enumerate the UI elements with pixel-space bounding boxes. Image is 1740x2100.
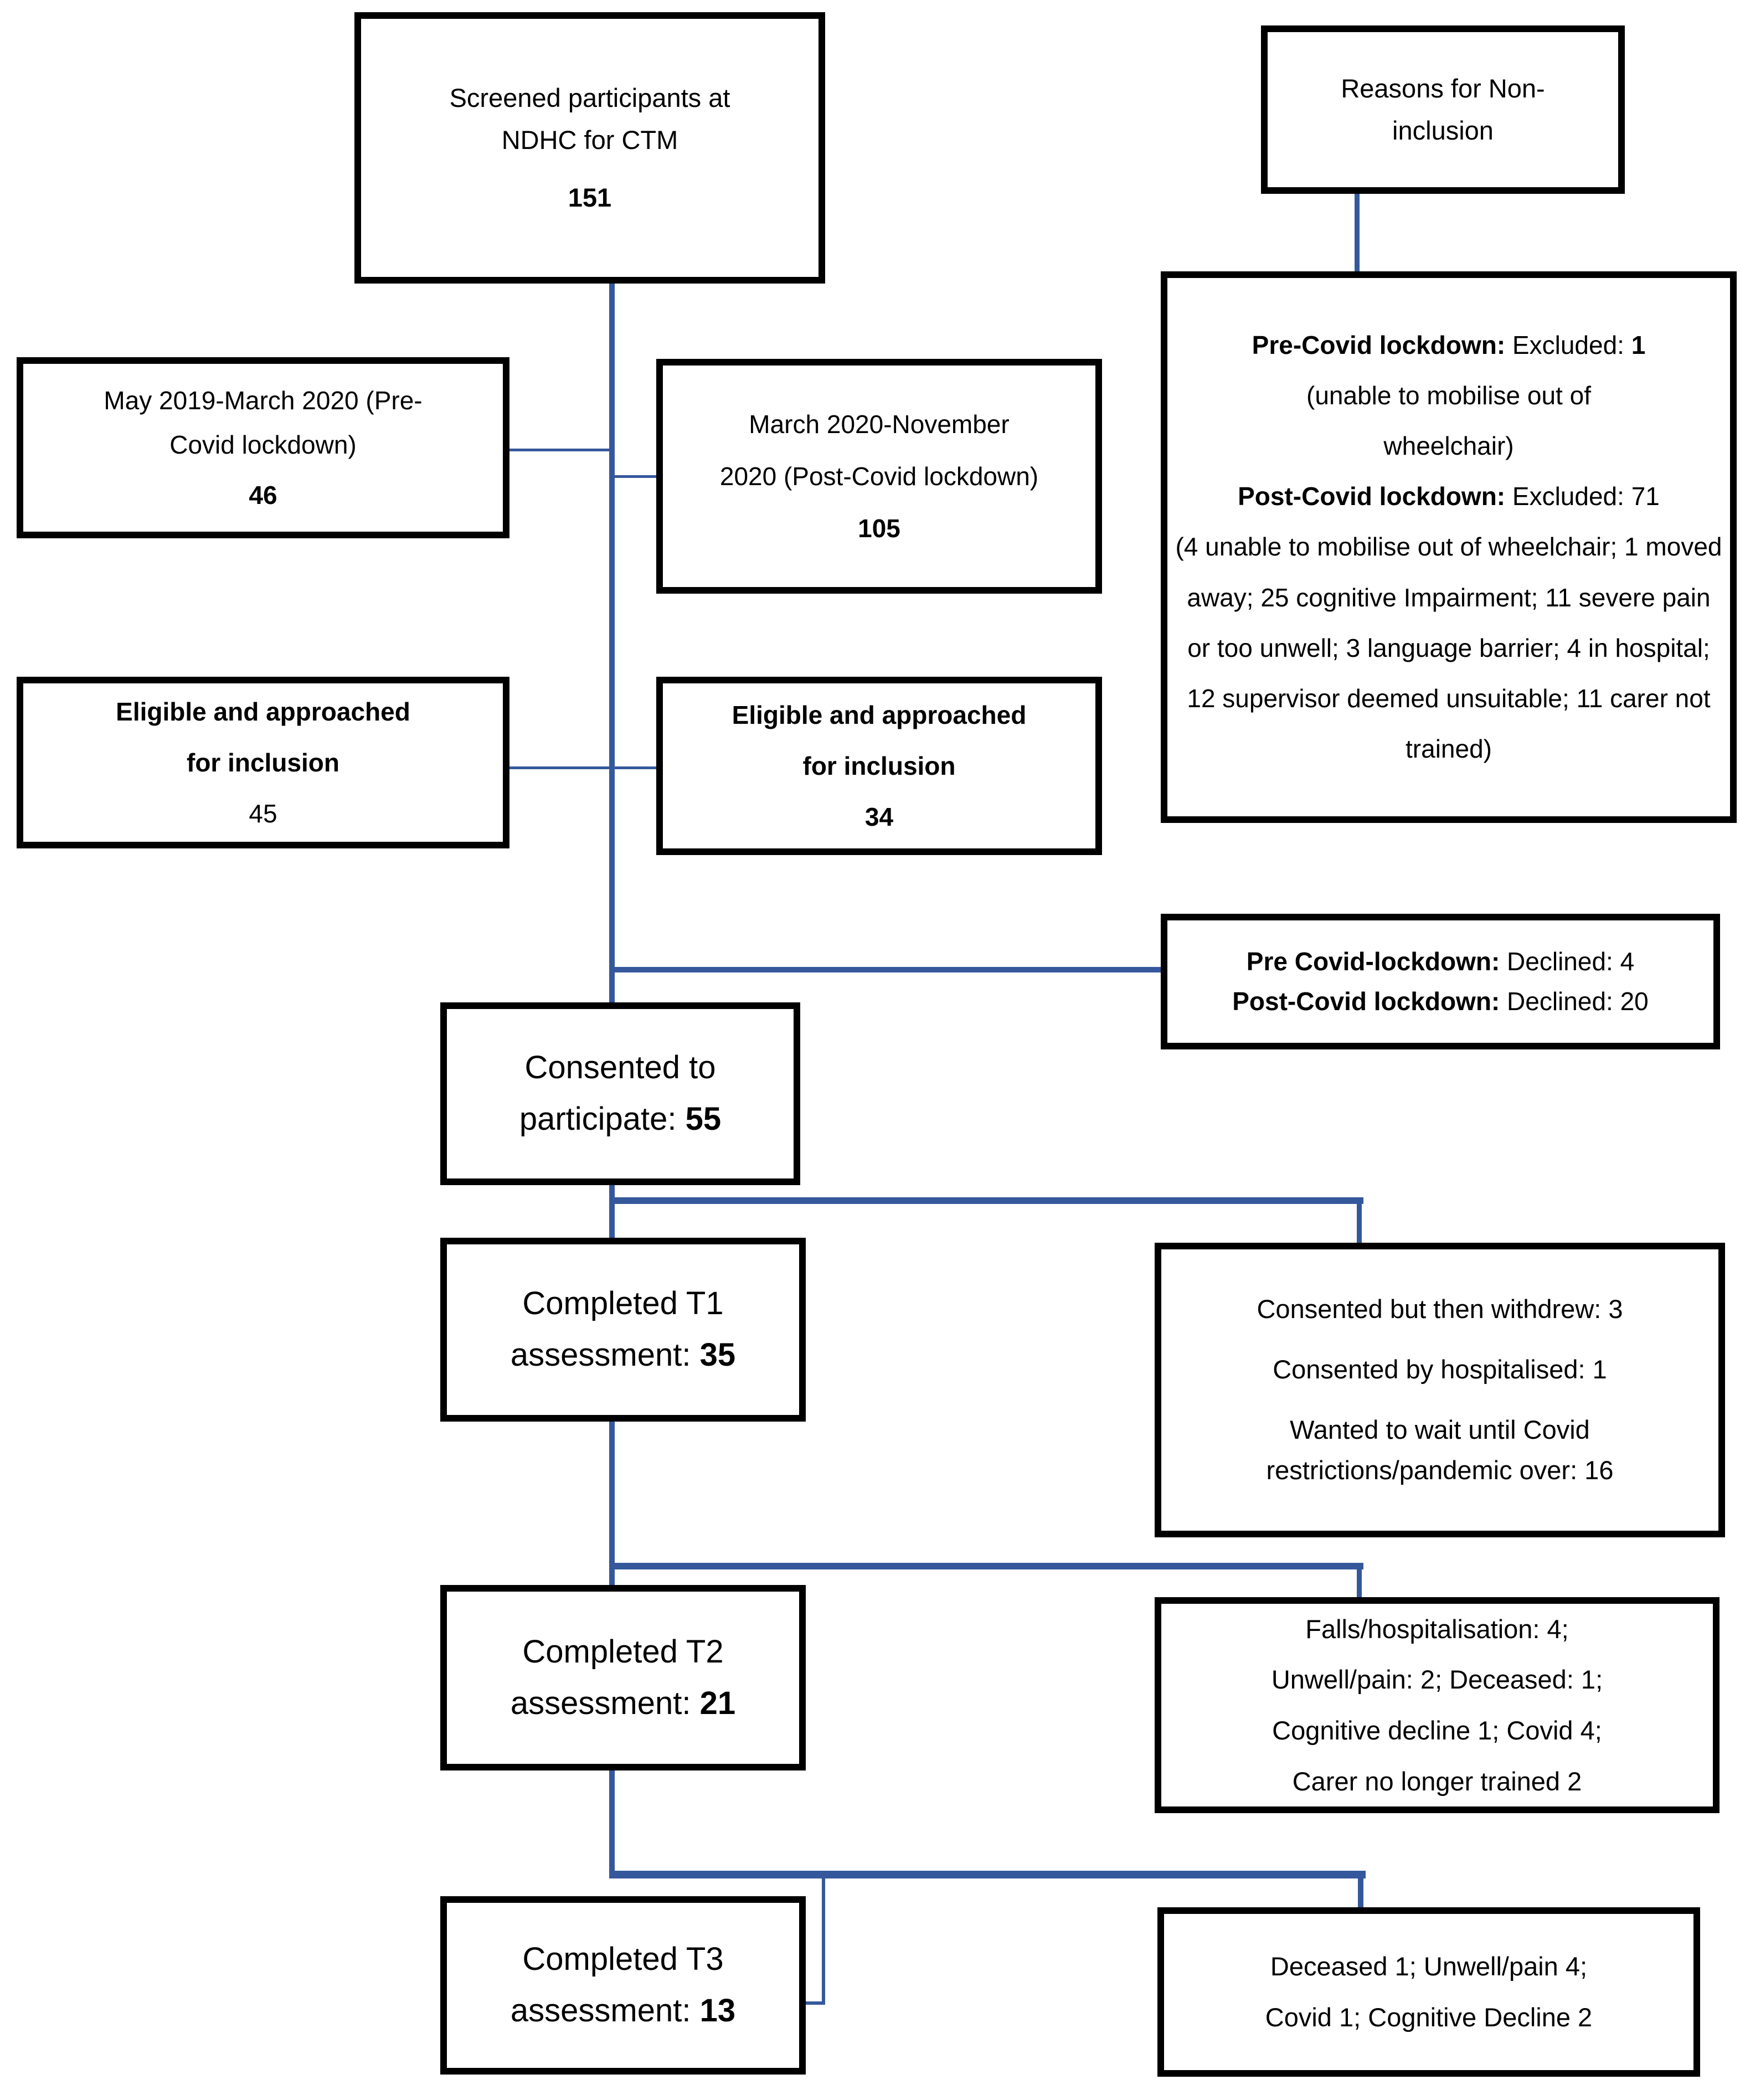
t2-line1: Completed T2 [522,1633,724,1670]
connector-branch-post-covid-period [612,475,657,478]
t1-line2-text: assessment: [510,1337,700,1373]
t1-losses-line4: restrictions/pandemic over: 16 [1266,1455,1614,1485]
non-inclusion-pre-label: Pre-Covid lockdown: [1252,331,1506,360]
t1-losses-line2: Consented by hospitalised: 1 [1273,1355,1607,1384]
t2-losses-line4: Carer no longer trained 2 [1292,1766,1582,1796]
connector-branch-pre-covid-period [508,449,612,451]
reasons-header-box: Reasons for Non- inclusion [1261,25,1625,194]
t1-count: 35 [699,1337,736,1373]
consented-count: 55 [685,1101,722,1137]
declined-post-label: Post-Covid lockdown: [1232,986,1500,1016]
t3-count: 13 [699,1993,736,2029]
non-inclusion-post-rest: Excluded: 71 [1505,482,1660,511]
t3-losses-box: Deceased 1; Unwell/pain 4; Covid 1; Cogn… [1157,1907,1700,2077]
non-inclusion-pre-detail-line2: wheelchair) [1383,431,1514,461]
declined-pre-line: Pre Covid-lockdown: Declined: 4 [1247,942,1634,981]
declined-box: Pre Covid-lockdown: Declined: 4 Post-Cov… [1161,914,1720,1049]
declined-pre-value: Declined: 4 [1500,947,1635,976]
t1-line2: assessment: 35 [511,1330,735,1381]
t1-line1: Completed T1 [522,1285,724,1322]
t3-losses-line1: Deceased 1; Unwell/pain 4; [1270,1952,1588,1981]
connector-t3-elbow-h [804,2001,825,2005]
eligible-pre-box: Eligible and approached for inclusion 45 [17,677,509,848]
declined-pre-label: Pre Covid-lockdown: [1246,947,1500,976]
eligible-post-line2: for inclusion [802,752,956,780]
t1-losses-box: Consented but then withdrew: 3 Consented… [1155,1243,1725,1537]
connector-branch-t3-losses-v [1358,1871,1363,1908]
t2-losses-line1: Falls/hospitalisation: 4; [1305,1614,1569,1644]
t1-losses-para3: Wanted to wait until Covid restrictions/… [1267,1410,1614,1491]
connector-branch-eligible-post [612,766,657,769]
connector-branch-eligible-pre [508,766,612,769]
t2-count: 21 [699,1685,736,1721]
non-inclusion-post-line: Post-Covid lockdown: Excluded: 71 [1238,471,1660,522]
non-inclusion-pre-line: Pre-Covid lockdown: Excluded: 1 [1252,320,1646,370]
t1-box: Completed T1 assessment: 35 [440,1238,806,1422]
post-covid-period-box: March 2020-November 2020 (Post-Covid loc… [656,359,1102,594]
connector-trunk-screened-to-consented [609,282,615,1003]
t3-box: Completed T3 assessment: 13 [440,1896,806,2075]
consented-line1: Consented to [524,1049,716,1086]
pre-covid-period-count: 46 [249,480,277,509]
non-inclusion-pre-rest: Excluded: [1505,331,1631,360]
connector-branch-t2-losses-h [609,1563,1363,1569]
eligible-post-box: Eligible and approached for inclusion 34 [656,677,1102,855]
t3-losses-line2: Covid 1; Cognitive Decline 2 [1265,2003,1593,2032]
screened-box: Screened participants at NDHC for CTM 15… [354,12,825,284]
t1-losses-line1: Consented but then withdrew: 3 [1257,1294,1623,1324]
non-inclusion-detail-box: Pre-Covid lockdown: Excluded: 1 (unable … [1161,271,1737,823]
declined-post-value: Declined: 20 [1500,986,1649,1016]
t2-losses-line2: Unwell/pain: 2; Deceased: 1; [1271,1665,1603,1695]
t2-losses-box: Falls/hospitalisation: 4; Unwell/pain: 2… [1155,1597,1720,1813]
connector-branch-declined [609,967,1162,972]
declined-post-line: Post-Covid lockdown: Declined: 20 [1232,982,1649,1021]
t3-line1: Completed T3 [522,1941,724,1978]
connector-t1-to-t2 [609,1420,615,1587]
pre-covid-period-line1: May 2019-March 2020 (Pre- [104,385,423,415]
non-inclusion-post-detail: (4 unable to mobilise out of wheelchair;… [1175,532,1722,763]
pre-covid-period-box: May 2019-March 2020 (Pre- Covid lockdown… [17,357,509,538]
pre-covid-period-line2: Covid lockdown) [169,430,357,460]
screened-title-line1: Screened participants at [449,83,730,112]
connector-reasons-to-exclusions [1355,193,1360,272]
connector-t3-elbow-v [822,1877,825,2005]
connector-branch-t1-losses-v [1357,1197,1362,1244]
non-inclusion-pre-detail-line1: (unable to mobilise out of [1306,381,1591,410]
eligible-pre-count: 45 [249,799,277,828]
consented-line2-text: participate: [519,1101,686,1137]
eligible-post-count: 34 [864,802,894,831]
non-inclusion-post-label: Post-Covid lockdown: [1238,482,1506,511]
t2-losses-line3: Cognitive decline 1; Covid 4; [1272,1716,1602,1745]
connector-branch-t1-losses-h [609,1197,1363,1204]
non-inclusion-pre-count: 1 [1631,331,1646,360]
reasons-line1: Reasons for Non- [1341,73,1545,103]
connector-branch-t2-losses-v [1357,1563,1362,1598]
post-covid-period-line2: 2020 (Post-Covid lockdown) [719,461,1039,491]
connector-consented-to-t1 [609,1184,615,1239]
post-covid-period-count: 105 [858,514,900,543]
screened-title-line2: NDHC for CTM [501,125,678,155]
reasons-line2: inclusion [1392,116,1494,145]
t2-line2-text: assessment: [510,1685,700,1721]
connector-branch-t3-losses-h [609,1871,1366,1878]
t1-losses-line3: Wanted to wait until Covid [1290,1415,1590,1444]
eligible-pre-line1: Eligible and approached [116,697,410,726]
t3-line2-text: assessment: [510,1993,700,2029]
screened-count: 151 [568,183,612,213]
eligible-post-line1: Eligible and approached [732,701,1027,729]
post-covid-period-line1: March 2020-November [749,409,1010,439]
consented-box: Consented to participate: 55 [440,1002,800,1185]
eligible-pre-line2: for inclusion [187,748,339,777]
t2-line2: assessment: 21 [511,1678,735,1730]
connector-t2-down [609,1769,615,1877]
t3-line2: assessment: 13 [511,1985,735,2037]
consented-line2: participate: 55 [519,1094,721,1145]
t2-box: Completed T2 assessment: 21 [440,1585,806,1770]
